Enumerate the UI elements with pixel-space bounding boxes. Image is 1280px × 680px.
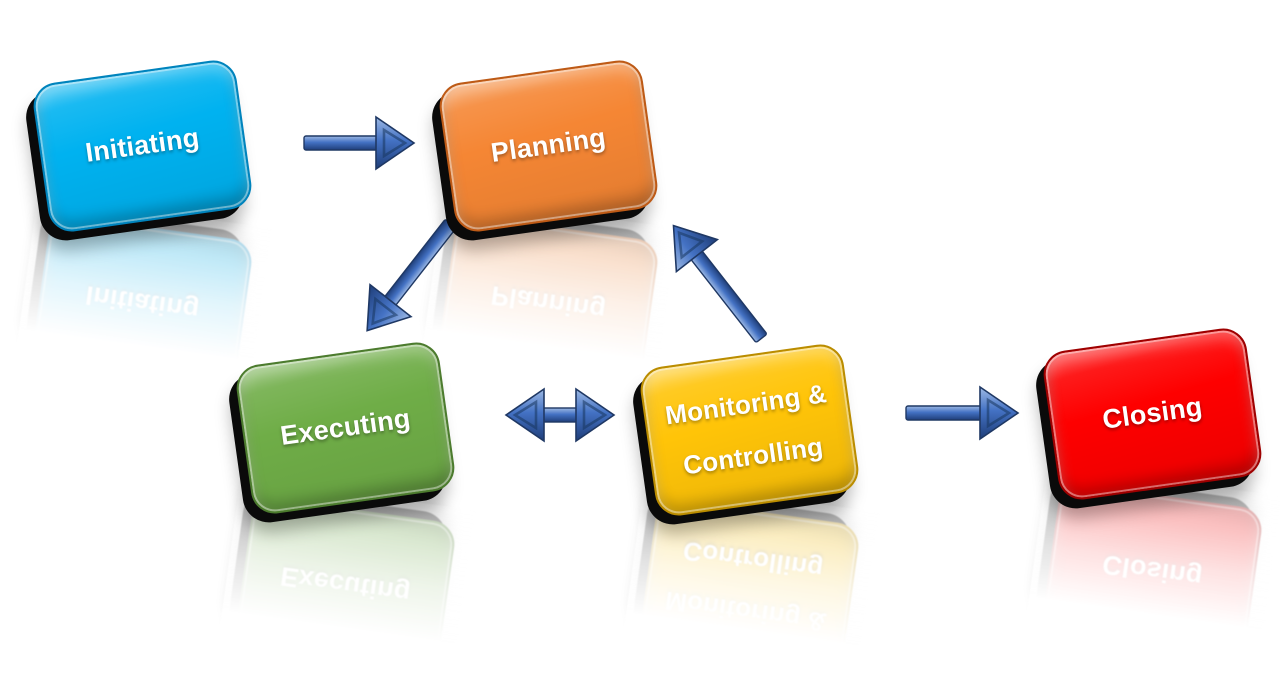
box-face-closing: Closing	[1040, 325, 1265, 503]
node-initiating: Initiating Initiating	[22, 57, 255, 391]
node-monitoring-controlling: Monitoring & Controlling Monitoring & Co…	[629, 341, 862, 675]
arrow-executing-monitoring-double-icon	[504, 387, 616, 443]
node-planning: Planning Planning	[428, 57, 661, 391]
node-label-executing: Executing	[278, 403, 413, 452]
arrow-initiating-to-planning-icon	[303, 115, 416, 171]
arrow-monitoring-to-planning-icon	[672, 224, 767, 343]
box-face-monitoring: Monitoring & Controlling	[637, 341, 862, 519]
box-face-initiating: Initiating	[30, 57, 255, 235]
box-face-planning: Planning	[436, 57, 661, 235]
node-label-closing: Closing	[1100, 391, 1205, 435]
box-face-executing: Executing	[233, 339, 458, 517]
node-label-initiating: Initiating	[83, 122, 202, 168]
node-label-monitoring: Monitoring & Controlling	[663, 378, 829, 481]
node-label-planning: Planning	[489, 122, 608, 169]
node-closing: Closing Closing	[1032, 325, 1265, 659]
node-executing: Executing Executing	[225, 339, 458, 673]
arrow-monitoring-to-closing-icon	[905, 385, 1020, 441]
